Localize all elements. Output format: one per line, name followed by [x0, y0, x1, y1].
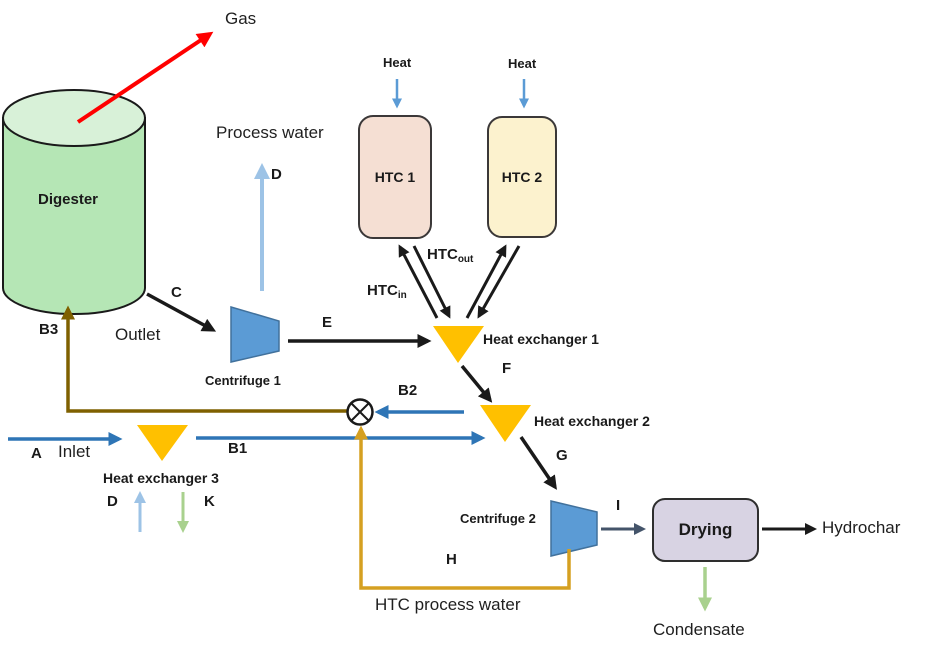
stream-a-label: A	[31, 445, 42, 462]
stream-g-label: G	[556, 447, 568, 464]
heat-exchanger-3-label: Heat exchanger 3	[103, 470, 219, 486]
htc1-label: HTC 1	[374, 169, 416, 185]
stream-d-he3-label: D	[107, 493, 118, 510]
digester-vessel	[1, 89, 146, 315]
centrifuge-1-label: Centrifuge 1	[205, 373, 281, 388]
stream-b1-label: B1	[228, 440, 248, 457]
outlet-label: Outlet	[115, 325, 161, 344]
heat-exchanger-1-label: Heat exchanger 1	[483, 331, 599, 347]
htc2-return-arrow	[465, 244, 507, 319]
heat-exchanger-1-shape	[433, 326, 484, 363]
htc2-feed-arrow	[477, 245, 521, 319]
htc-out-label: HTCout	[427, 246, 474, 265]
centrifuge-2-shape	[550, 500, 598, 557]
stream-i-label: I	[616, 497, 621, 514]
gas-label: Gas	[225, 9, 257, 28]
stream-k-label: K	[204, 493, 215, 510]
htc2-label: HTC 2	[501, 169, 543, 185]
htc1-feed-arrow	[412, 245, 451, 319]
htc-process-water-label: HTC process water	[375, 595, 521, 614]
htc2-reactor: HTC 2	[487, 116, 557, 238]
stream-c-label: C	[171, 284, 182, 301]
gas-arrow	[76, 31, 214, 124]
stream-g-arrow	[519, 436, 557, 490]
heat-exchanger-2-shape	[480, 405, 531, 442]
stream-b3-label: B3	[39, 321, 59, 338]
stream-b3-arrow	[61, 305, 348, 413]
stream-e-label: E	[322, 314, 333, 331]
centrifuge-2-label: Centrifuge 2	[460, 511, 536, 526]
process-water-label: Process water	[216, 123, 324, 142]
heat-label-htc1: Heat	[383, 55, 412, 70]
htc-in-label: HTCin	[367, 282, 407, 301]
mixer-node	[346, 398, 374, 426]
stream-h-arrow	[354, 425, 571, 590]
stream-f-arrow	[460, 364, 493, 403]
inlet-label: Inlet	[58, 442, 91, 461]
stream-h-label: H	[446, 551, 457, 568]
drying-label: Drying	[678, 520, 733, 539]
htc1-reactor: HTC 1	[358, 115, 432, 239]
condensate-label: Condensate	[653, 620, 745, 639]
heat-exchanger-2-label: Heat exchanger 2	[534, 413, 650, 429]
hydrochar-label: Hydrochar	[822, 518, 901, 537]
digester-label: Digester	[37, 191, 99, 208]
stream-f-label: F	[502, 360, 512, 377]
drying-unit: Drying	[652, 498, 759, 562]
htc1-return-arrow	[398, 244, 439, 319]
stream-d-process-water-label: D	[271, 166, 282, 183]
centrifuge-1-shape	[230, 306, 280, 363]
heat-exchanger-3-shape	[137, 425, 188, 461]
heat-label-htc2: Heat	[508, 56, 537, 71]
stream-b2-label: B2	[398, 382, 418, 399]
stream-c-arrow	[146, 292, 217, 332]
